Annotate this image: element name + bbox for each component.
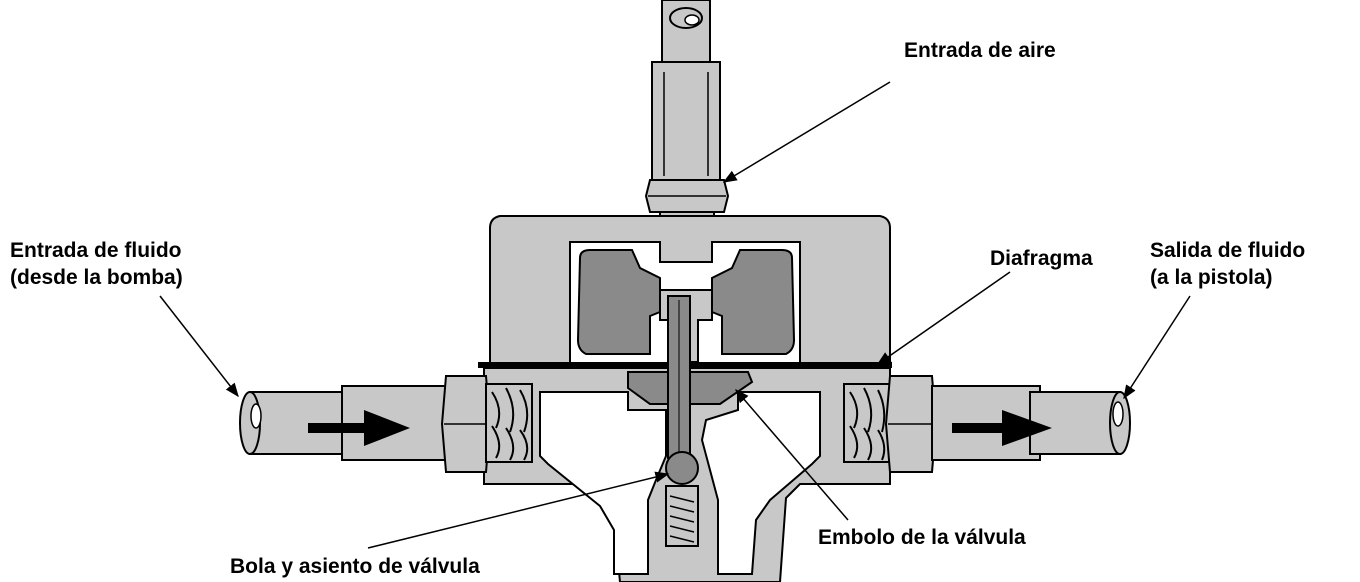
fluid-inlet-leader	[159, 295, 239, 398]
fluid-inlet-subtext: (desde la bomba)	[10, 266, 183, 289]
valve-ball-and-seat	[665, 451, 699, 547]
ball-and-seat-leader	[367, 471, 670, 549]
fluid-outlet-subtext: (a la pistola)	[1150, 266, 1273, 289]
valve-plunger-label: Embolo de la válvula	[818, 524, 1026, 551]
ball-and-seat-label: Bola y asiento de válvula	[230, 553, 480, 580]
fluid-outlet-label: Salida de fluido (a la pistola)	[1150, 237, 1305, 291]
diaphragm-leader	[876, 271, 1011, 365]
air-inlet-label: Entrada de aire	[904, 37, 1056, 64]
diaphragm-label: Diafragma	[990, 245, 1093, 272]
ball-and-seat-text: Bola y asiento de válvula	[230, 555, 480, 578]
fluid-outlet-pipe	[843, 375, 1131, 473]
air-inlet-tube	[644, 0, 730, 253]
leader-lines	[159, 81, 1191, 549]
fluid-inlet-label: Entrada de fluido (desde la bomba)	[10, 237, 183, 291]
fluid-inlet-text: Entrada de fluido	[10, 239, 182, 262]
valve-plunger-leader	[735, 388, 849, 521]
fluid-outlet-text: Salida de fluido	[1150, 239, 1306, 262]
inlet-flow-arrow	[308, 410, 410, 446]
fluid-outlet-leader	[1123, 295, 1191, 400]
valve-plunger	[627, 295, 754, 459]
diaphragm-text: Diafragma	[990, 247, 1093, 270]
outlet-flow-arrow	[952, 410, 1052, 446]
valve-plunger-text: Embolo de la válvula	[818, 526, 1026, 549]
air-inlet-leader	[722, 81, 891, 183]
air-inlet-text: Entrada de aire	[904, 39, 1056, 62]
